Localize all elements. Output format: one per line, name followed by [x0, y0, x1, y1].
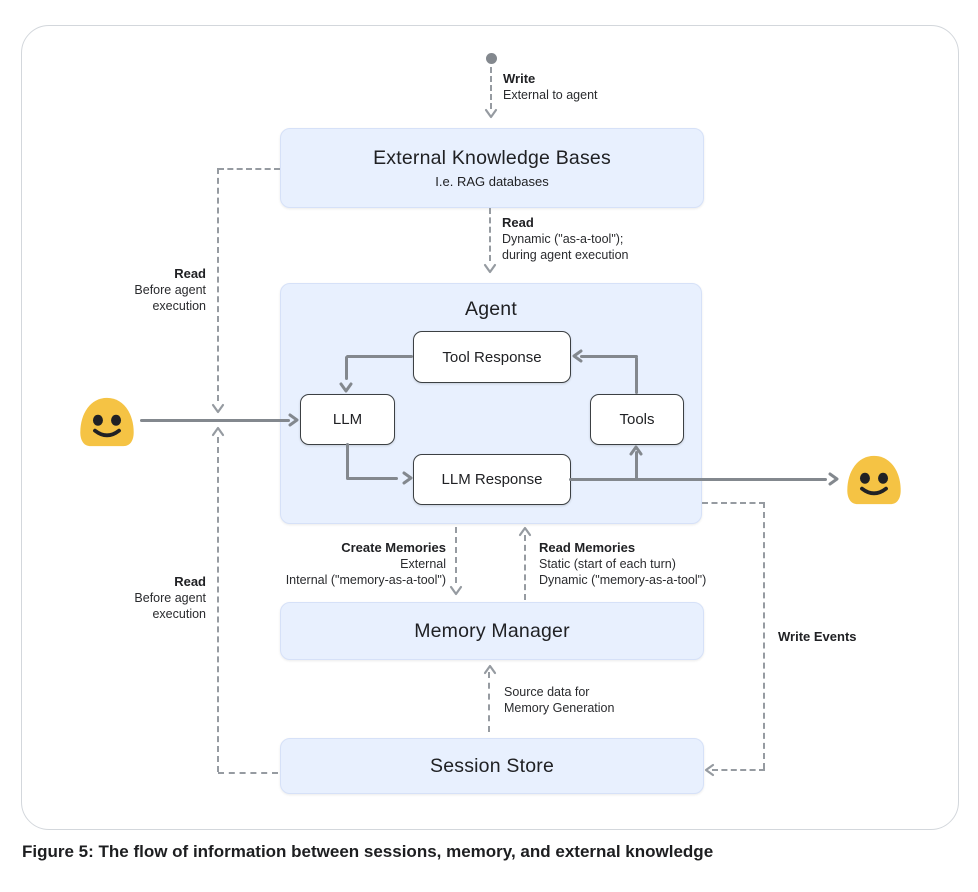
- arrow-read-left-bottom-line: [217, 437, 219, 772]
- arrowhead-down-icon: [339, 382, 353, 393]
- node-session-store: Session Store: [280, 738, 704, 794]
- arrow-read-ekb-line: [489, 208, 491, 261]
- node-llm: LLM: [300, 394, 395, 445]
- edge-label-line: Static (start of each turn): [539, 557, 676, 571]
- edge-label-read-before-bottom: Read Before agent execution: [86, 574, 206, 622]
- edge-label-line: execution: [152, 299, 206, 313]
- edge-label-line: External to agent: [503, 88, 598, 102]
- node-memory-manager: Memory Manager: [280, 602, 704, 660]
- arrowhead-left-icon: [704, 763, 715, 777]
- arrow-read-memories-line: [524, 535, 526, 600]
- arrow-llm-llmresponse: [346, 443, 349, 479]
- node-title: Agent: [465, 298, 517, 320]
- arrow-llmresponse-tools: [635, 451, 638, 480]
- arrow-source-data-line: [488, 672, 490, 732]
- arrowhead-down-icon: [484, 108, 498, 119]
- edge-label-title: Create Memories: [341, 540, 446, 555]
- edge-label-line: Before agent: [134, 591, 206, 605]
- edge-label-line: Source data for: [504, 685, 590, 699]
- node-label: LLM Response: [441, 471, 543, 488]
- arrowhead-up-icon: [518, 526, 532, 537]
- arrow-toolresponse-llm: [346, 355, 413, 358]
- flow-start-dot-icon: [486, 53, 497, 64]
- arrow-tools-toolresponse: [580, 355, 638, 358]
- edge-label-read-before-top: Read Before agent execution: [86, 266, 206, 314]
- node-label: LLM: [332, 411, 363, 428]
- arrowhead-down-icon: [211, 403, 225, 414]
- arrow-user-llm: [140, 419, 290, 422]
- arrow-create-memories-line: [455, 527, 457, 583]
- edge-label-line: Memory Generation: [504, 701, 615, 715]
- arrow-write-line: [490, 67, 492, 109]
- arrow-llmresponse-user: [569, 478, 827, 481]
- edge-label-source-data: Source data for Memory Generation: [504, 684, 614, 716]
- node-label: Tool Response: [442, 348, 542, 366]
- user-blob-smiley-icon: [80, 397, 134, 447]
- edge-label-title: Read Memories: [539, 540, 636, 555]
- edge-label-title: Read: [174, 574, 206, 589]
- edge-label-write: Write External to agent: [503, 71, 598, 103]
- edge-label-read-dynamic: Read Dynamic ("as-a-tool"); during agent…: [502, 215, 628, 263]
- arrowhead-up-icon: [629, 445, 643, 456]
- arrowhead-up-icon: [211, 426, 225, 437]
- arrow-write-events-line: [712, 769, 765, 771]
- edge-label-title: Read: [174, 266, 206, 281]
- edge-label-line: Dynamic ("memory-as-a-tool"): [539, 573, 707, 587]
- node-title: Session Store: [430, 754, 554, 777]
- edge-label-line: during agent execution: [502, 248, 629, 262]
- edge-label-read-memories: Read Memories Static (start of each turn…: [539, 540, 706, 588]
- arrow-write-events-line: [763, 502, 765, 769]
- arrowhead-right-icon: [402, 471, 413, 485]
- node-label: Tools: [619, 411, 655, 428]
- arrowhead-down-icon: [483, 263, 497, 274]
- node-external-knowledge-bases: External Knowledge Bases I.e. RAG databa…: [280, 128, 704, 208]
- arrowhead-left-icon: [572, 349, 583, 363]
- figure-caption: Figure 5: The flow of information betwee…: [22, 842, 714, 861]
- arrow-write-events-line: [702, 502, 765, 504]
- node-title: External Knowledge Bases: [373, 147, 611, 169]
- edge-label-line: Dynamic ("as-a-tool");: [502, 232, 624, 246]
- arrowhead-down-icon: [449, 585, 463, 596]
- node-tool-response: Tool Response: [413, 331, 571, 383]
- user-blob-smiley-icon: [847, 455, 901, 505]
- edge-label-title: Write Events: [778, 629, 857, 644]
- edge-label-line: execution: [152, 607, 206, 621]
- arrow-toolresponse-llm: [345, 356, 348, 380]
- arrow-tools-toolresponse: [635, 357, 638, 394]
- edge-label-title: Read: [502, 215, 534, 230]
- arrowhead-up-icon: [483, 664, 497, 675]
- node-subtitle: I.e. RAG databases: [435, 174, 549, 189]
- edge-label-line: External: [400, 557, 446, 571]
- arrowhead-right-icon: [828, 472, 839, 486]
- edge-label-line: Internal ("memory-as-a-tool"): [285, 573, 446, 587]
- arrow-read-left-top-line: [218, 168, 280, 170]
- node-tools: Tools: [590, 394, 684, 445]
- edge-label-write-events: Write Events: [778, 629, 857, 645]
- arrow-read-left-bottom-line: [218, 772, 278, 774]
- node-title: Memory Manager: [414, 619, 570, 642]
- arrow-read-left-top-line: [217, 168, 219, 401]
- edge-label-line: Before agent: [134, 283, 206, 297]
- edge-label-create-memories: Create Memories External Internal ("memo…: [243, 540, 446, 588]
- node-llm-response: LLM Response: [413, 454, 571, 505]
- arrow-llm-llmresponse: [346, 477, 398, 480]
- edge-label-title: Write: [503, 71, 536, 86]
- arrowhead-right-icon: [288, 413, 299, 427]
